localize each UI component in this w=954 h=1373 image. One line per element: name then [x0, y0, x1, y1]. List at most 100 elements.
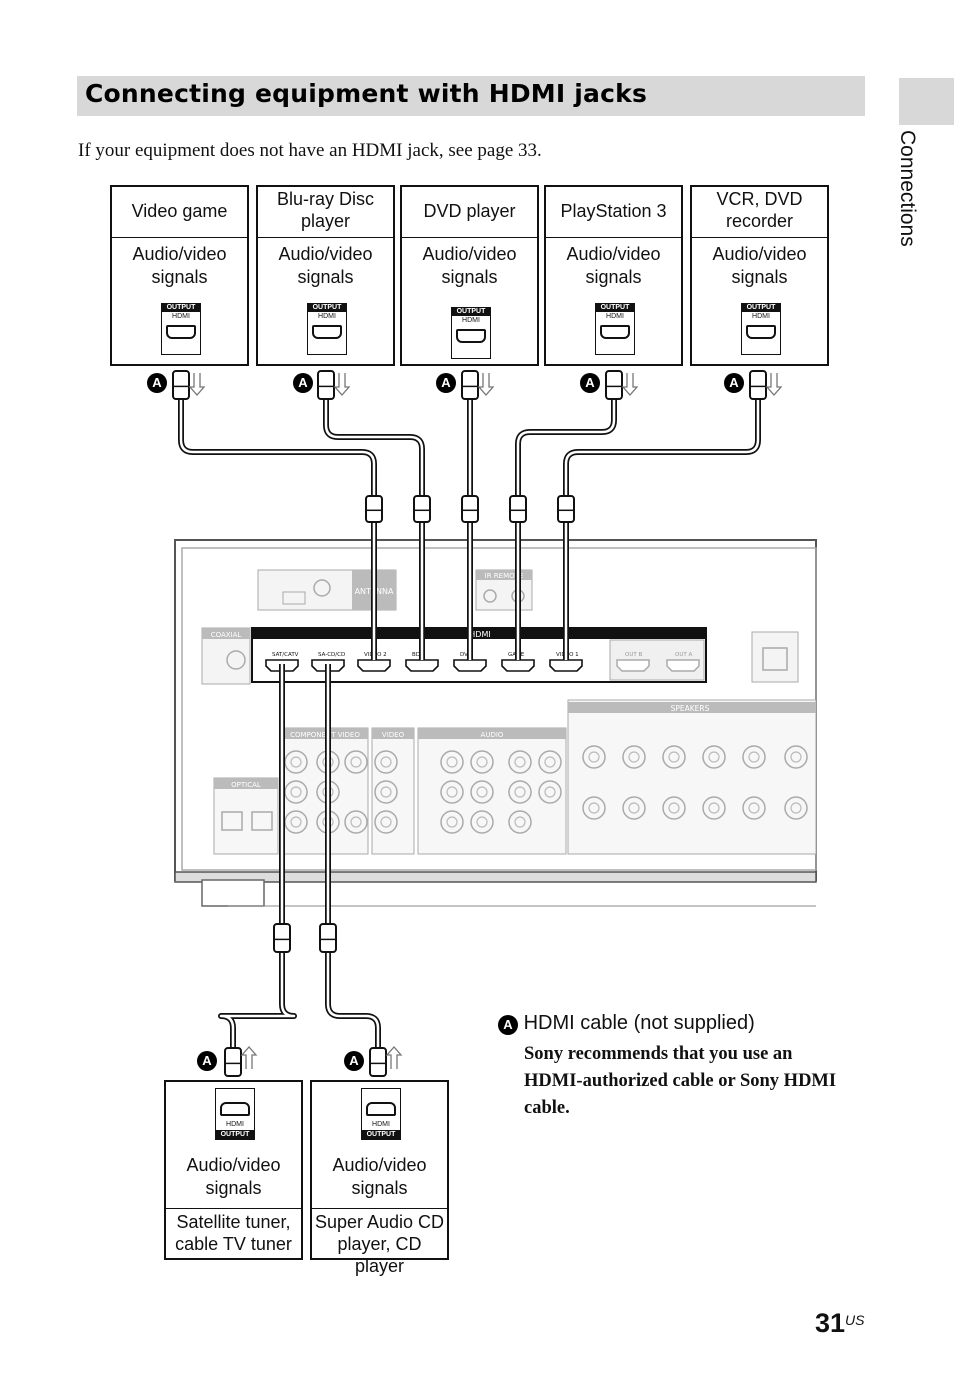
- rca-jack: [582, 745, 606, 769]
- device-signal-line: Audio/video: [132, 244, 227, 264]
- device-signal-line: signals: [151, 267, 208, 287]
- port-hdmi-label: HDMI: [372, 1121, 390, 1128]
- rca-jack-center: [322, 816, 334, 828]
- antenna-label: ANTENNA: [355, 587, 394, 596]
- hdmi-cable-core: [324, 396, 424, 500]
- rca-jack-center: [748, 802, 760, 814]
- receiver-cable-plug: [365, 495, 383, 523]
- rca-jack: [662, 745, 686, 769]
- device-signal-line: signals: [205, 1178, 262, 1198]
- hdmi-output-port: HDMI OUTPUT: [215, 1088, 255, 1140]
- side-tab-label: Connections: [896, 130, 919, 247]
- rca-jack: [742, 796, 766, 820]
- rca-jack-center: [350, 816, 362, 828]
- component-video-label: COMPONENT VIDEO: [290, 731, 360, 739]
- port-hdmi-label: HDMI: [752, 313, 770, 320]
- rca-jack-center: [322, 786, 334, 798]
- rca-jack-center: [322, 756, 334, 768]
- device-name: Video game: [112, 200, 247, 222]
- receiver-hdmi-input: [453, 659, 487, 672]
- port-hdmi-label: HDMI: [172, 313, 190, 320]
- port-output-label: OUTPUT: [741, 303, 781, 312]
- port-frame: [361, 1088, 401, 1140]
- device-divider: [402, 237, 537, 238]
- rca-jack: [284, 780, 308, 804]
- rca-jack: [702, 745, 726, 769]
- section-title-bar: Connecting equipment with HDMI jacks: [77, 76, 865, 116]
- rca-jack-center: [514, 756, 526, 768]
- device-name-line: Blu-ray Disc: [276, 189, 374, 209]
- device-divider: [546, 237, 681, 238]
- rca-jack: [316, 810, 340, 834]
- hdmi-socket-icon: [366, 1102, 396, 1116]
- device-name-line: VCR, DVD: [716, 189, 803, 209]
- device-signal-line: signals: [351, 1178, 408, 1198]
- rca-jack: [344, 750, 368, 774]
- rca-jack: [742, 745, 766, 769]
- rca-jack-center: [790, 751, 802, 763]
- hdmi-cable-core: [179, 396, 376, 500]
- rca-jack-center: [290, 786, 302, 798]
- rca-jack: [470, 780, 494, 804]
- rca-jack: [662, 796, 686, 820]
- port-output-label: OUTPUT: [595, 303, 635, 312]
- signal-arrow-icon: [333, 373, 351, 396]
- top-cable-plug: [749, 370, 767, 400]
- rca-jack: [784, 745, 808, 769]
- hdmi-cable: [218, 950, 297, 1050]
- receiver-rear-panel: ANTENNA IR REMOTE COAXIAL HDMI SPEAKERS …: [174, 539, 817, 907]
- rca-jack: [702, 796, 726, 820]
- cable-a-badge: A: [580, 373, 600, 393]
- port-frame: [307, 303, 347, 355]
- signal-arrow-icon: [765, 373, 783, 396]
- rca-jack-center: [588, 802, 600, 814]
- port-hdmi-label: HDMI: [462, 317, 480, 324]
- device-name-line: Super Audio CD: [314, 1212, 445, 1232]
- rca-jack-center: [708, 802, 720, 814]
- audio-label: AUDIO: [481, 731, 504, 739]
- rca-jack: [784, 796, 808, 820]
- page-title: Connecting equipment with HDMI jacks: [85, 79, 648, 108]
- hdmi-socket-icon: [312, 325, 342, 339]
- device-name: Satellite tuner,cable TV tuner: [166, 1211, 301, 1255]
- rca-jack-center: [628, 751, 640, 763]
- device-signal: Audio/video signals: [112, 243, 247, 289]
- cable-plugs: [172, 370, 783, 1077]
- hdmi-socket-icon: [220, 1102, 250, 1116]
- rca-jack-center: [380, 786, 392, 798]
- rca-jack-center: [544, 786, 556, 798]
- side-tab-label-wrap: Connections: [896, 130, 937, 280]
- rca-jack: [538, 780, 562, 804]
- speakers-label: SPEAKERS: [671, 704, 710, 713]
- device-signal-line: signals: [731, 267, 788, 287]
- receiver-hdmi-input-label: VIDEO 1: [556, 652, 579, 658]
- rca-jack: [316, 750, 340, 774]
- rca-jack-center: [628, 802, 640, 814]
- port-output-label: OUTPUT: [215, 1130, 255, 1139]
- optical-label: OPTICAL: [231, 781, 261, 789]
- hdmi-cable: [563, 396, 761, 500]
- rca-jack: [440, 780, 464, 804]
- rca-jacks: [284, 745, 808, 834]
- ir-remote-label: IR REMOTE: [485, 572, 524, 580]
- receiver-hdmi-input: [405, 659, 439, 672]
- port-hdmi-label: HDMI: [226, 1121, 244, 1128]
- hdmi-cable: [515, 396, 617, 500]
- rca-jack-center: [748, 751, 760, 763]
- cable-a-badge: A: [147, 373, 167, 393]
- port-hdmi-label: HDMI: [606, 313, 624, 320]
- receiver-cable-plug: [319, 923, 337, 953]
- signal-arrow-icon: [621, 373, 639, 396]
- rca-jack-center: [290, 756, 302, 768]
